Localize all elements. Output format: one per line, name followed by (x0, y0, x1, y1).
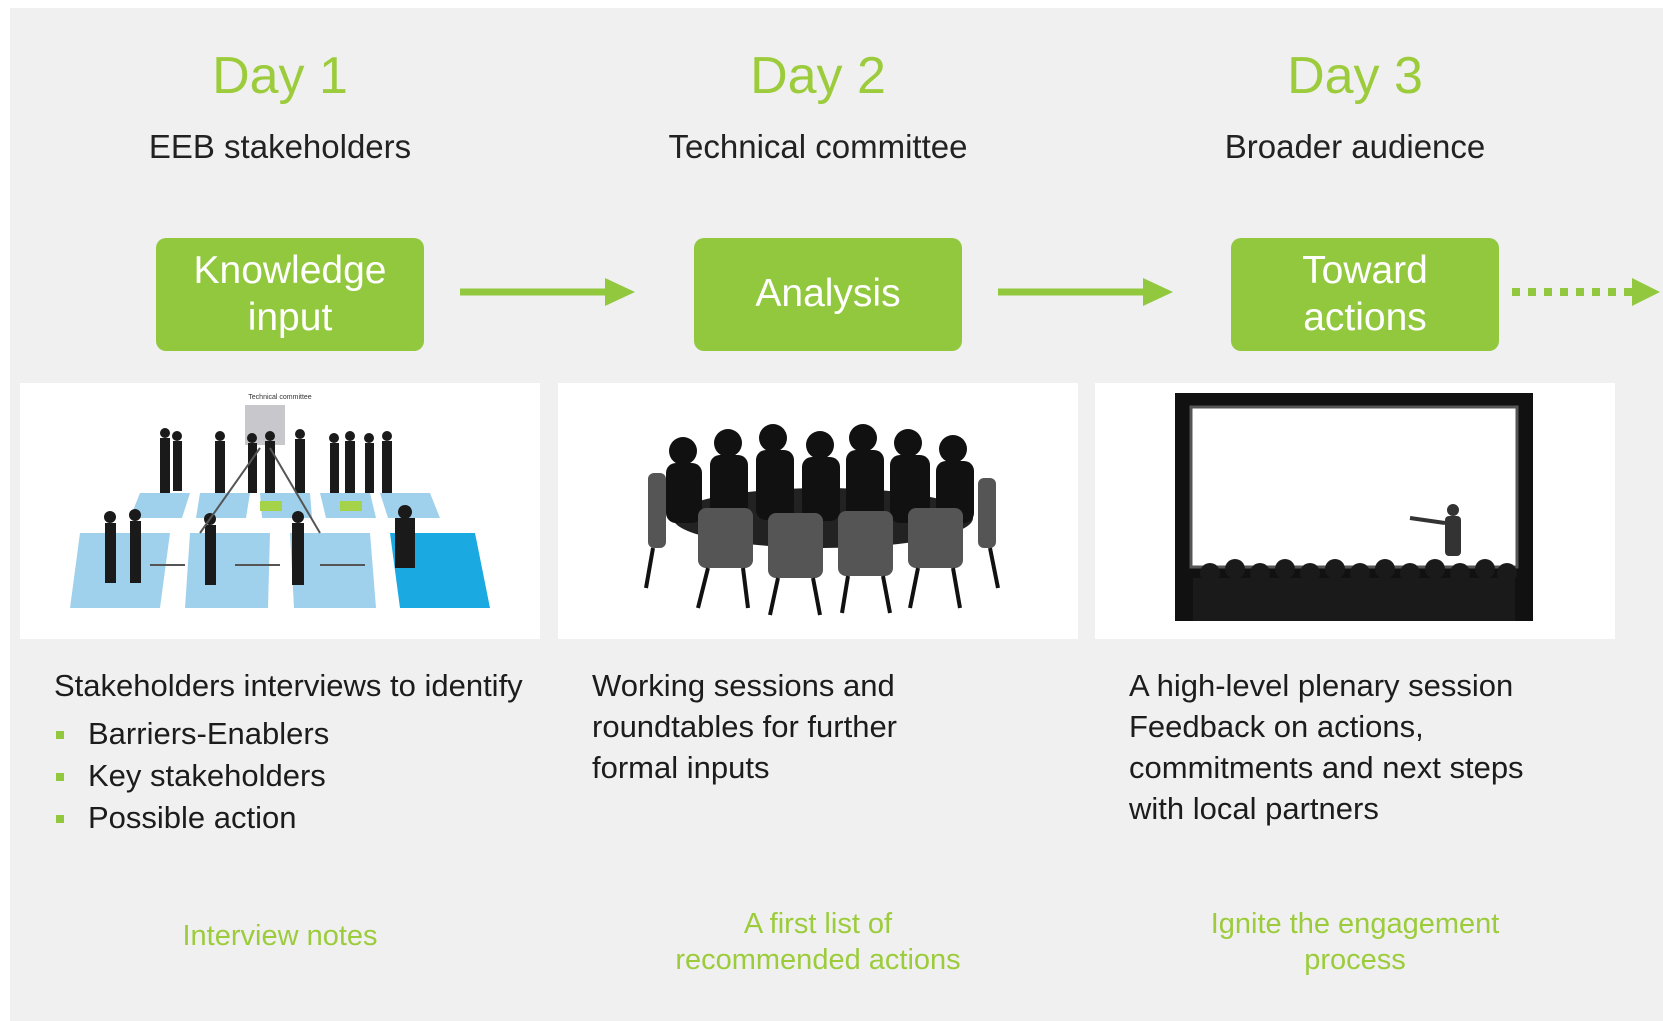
description-text: A high-level plenary session Feedback on… (1129, 668, 1524, 826)
plenary-image (1095, 383, 1615, 639)
diagram-panel: Day 1 EEB stakeholders Knowledge input T… (10, 8, 1663, 1021)
bullet-list: Barriers-Enablers Key stakeholders Possi… (54, 713, 524, 839)
description-text: Working sessions and roundtables for fur… (592, 668, 898, 785)
dotted-arrow-right-icon (1512, 278, 1660, 306)
step-box-toward-actions: Toward actions (1231, 238, 1499, 351)
plenary-presentation-silhouette (1175, 393, 1533, 621)
square-bullet-icon (56, 773, 64, 782)
audience-label: Broader audience (1224, 128, 1486, 165)
bullet-text: Barriers-Enablers (88, 715, 330, 751)
roundtable-image (558, 383, 1078, 639)
step-label: Analysis (755, 272, 901, 316)
step-box-knowledge-input: Knowledge input (156, 238, 424, 351)
stage-description: A high-level plenary session Feedback on… (1129, 666, 1599, 830)
bullet-item: Barriers-Enablers (54, 713, 524, 755)
bullet-item: Key stakeholders (54, 755, 524, 797)
stage-day-2: Day 2 Technical committee Analysis (558, 8, 1078, 1021)
stage-day-1: Day 1 EEB stakeholders Knowledge input T… (20, 8, 540, 1021)
stage-day-3: Day 3 Broader audience Toward actions (1095, 8, 1615, 1021)
description-text: Stakeholders interviews to identify (54, 668, 523, 703)
step-label: Toward actions (1302, 248, 1428, 339)
stakeholder-map-image: Technical committee (20, 383, 540, 639)
roundtable-meeting-silhouette (644, 424, 1000, 616)
stage-description: Stakeholders interviews to identify Barr… (54, 666, 524, 839)
day-heading: Day 1 (212, 47, 348, 105)
outcome-label: Interview notes (182, 920, 378, 952)
arrow-right-icon (998, 278, 1173, 306)
day-heading: Day 3 (1287, 47, 1423, 105)
bullet-text: Key stakeholders (88, 758, 326, 794)
square-bullet-icon (56, 730, 64, 739)
outcome-label: Ignite the engagement process (1095, 906, 1615, 979)
audience-label: EEB stakeholders (148, 128, 412, 165)
bullet-item: Possible action (54, 797, 524, 839)
image-caption: Technical committee (248, 394, 312, 401)
stage-description: Working sessions and roundtables for fur… (592, 666, 1062, 789)
outcome-text: A first list of recommended actions (675, 908, 961, 977)
bullet-text: Possible action (88, 800, 297, 836)
day-heading: Day 2 (750, 47, 886, 105)
audience-label: Technical committee (668, 128, 968, 165)
stakeholder-map-illustration: Technical committee (70, 394, 490, 608)
step-label: Knowledge input (193, 248, 387, 339)
arrow-right-icon (460, 278, 635, 306)
square-bullet-icon (56, 815, 64, 824)
step-box-analysis: Analysis (694, 238, 962, 351)
outcome-text: Ignite the engagement process (1210, 908, 1500, 977)
outcome-label: A first list of recommended actions (558, 906, 1078, 979)
